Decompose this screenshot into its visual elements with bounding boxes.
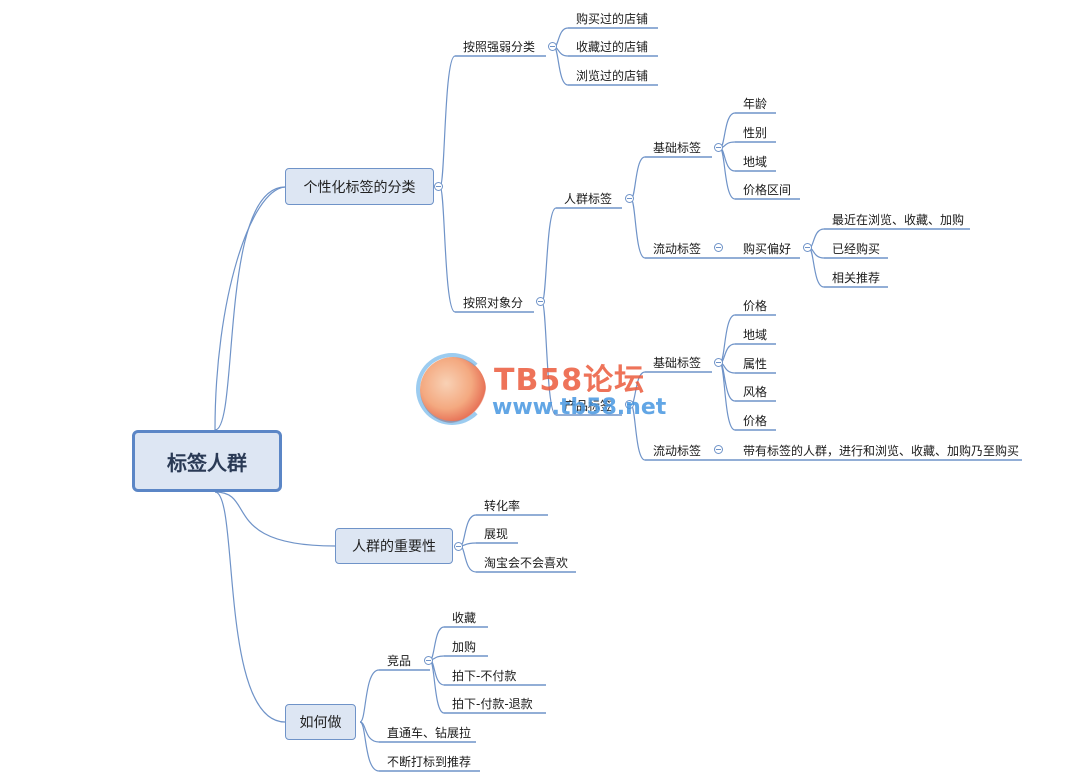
node-crowd-tags[interactable]: 人群标签 [564, 192, 613, 206]
leaf-age[interactable]: 年龄 [743, 97, 768, 111]
leaf-already-purchased[interactable]: 已经购买 [832, 242, 881, 256]
leaf-purchased-shops[interactable]: 购买过的店铺 [576, 12, 649, 26]
leaf-through-train[interactable]: 直通车、钻展拉 [387, 726, 472, 740]
branch-how-to[interactable]: 如何做 [285, 704, 356, 740]
leaf-price[interactable]: 价格 [743, 299, 768, 313]
collapse-toggle-icon[interactable] [424, 656, 433, 665]
leaf-order-pay-refund[interactable]: 拍下-付款-退款 [452, 697, 533, 711]
connector-curve [429, 626, 445, 661]
leaf-favorite[interactable]: 收藏 [452, 611, 477, 625]
node-by-object[interactable]: 按照对象分 [463, 296, 524, 310]
leaf-browsed-shops[interactable]: 浏览过的店铺 [576, 69, 649, 83]
leaf-favorited-shops[interactable]: 收藏过的店铺 [576, 40, 649, 54]
node-competitor[interactable]: 竞品 [387, 654, 412, 668]
collapse-toggle-icon[interactable] [536, 297, 545, 306]
node-product-flow-tags[interactable]: 流动标签 [653, 444, 702, 458]
connector-curve [214, 186, 286, 431]
collapse-toggle-icon[interactable] [454, 542, 463, 551]
collapse-toggle-icon[interactable] [625, 194, 634, 203]
collapse-toggle-icon[interactable] [625, 400, 634, 409]
collapse-toggle-icon[interactable] [434, 182, 443, 191]
leaf-style[interactable]: 风格 [743, 385, 768, 399]
connector-curve [429, 659, 445, 714]
connector-curve [541, 207, 557, 303]
watermark-url: www.tb58.net [492, 395, 667, 420]
connector-curve [439, 186, 456, 313]
collapse-toggle-icon[interactable] [548, 42, 557, 51]
leaf-price-range[interactable]: 价格区间 [743, 183, 792, 197]
leaf-attribute[interactable]: 属性 [743, 357, 768, 371]
connector-curve [359, 721, 380, 772]
leaf-add-cart[interactable]: 加购 [452, 640, 477, 654]
collapse-toggle-icon[interactable] [714, 143, 723, 152]
connector-curve [359, 669, 380, 723]
watermark: TB58论坛 www.tb58.net [416, 353, 680, 425]
branch-personal-tags[interactable]: 个性化标签的分类 [285, 168, 434, 205]
node-product-basic-tags[interactable]: 基础标签 [653, 356, 702, 370]
leaf-keep-tagging[interactable]: 不断打标到推荐 [387, 755, 472, 769]
connector-curve [214, 491, 336, 547]
leaf-conversion-rate[interactable]: 转化率 [484, 499, 521, 513]
node-product-tags[interactable]: 产品标签 [564, 399, 613, 413]
node-crowd-basic-tags[interactable]: 基础标签 [653, 141, 702, 155]
leaf-region[interactable]: 地域 [743, 328, 768, 342]
connector-curve [459, 545, 477, 573]
watermark-title: TB58论坛 [494, 363, 646, 398]
leaf-exposure[interactable]: 展现 [484, 527, 509, 541]
logo-ring-icon [416, 353, 488, 425]
branch-crowd-importance[interactable]: 人群的重要性 [335, 528, 453, 564]
leaf-recent-activity[interactable]: 最近在浏览、收藏、加购 [832, 213, 965, 227]
leaf-tagged-crowd[interactable]: 带有标签的人群，进行和浏览、收藏、加购乃至购买 [743, 444, 1020, 458]
connector-curve [541, 301, 557, 416]
leaf-price-2[interactable]: 价格 [743, 414, 768, 428]
leaf-region[interactable]: 地域 [743, 155, 768, 169]
connector-curve [459, 514, 477, 547]
connector-curve [719, 112, 736, 149]
leaf-order-no-pay[interactable]: 拍下-不付款 [452, 669, 517, 683]
connector-curve [808, 247, 825, 288]
connector-curve [439, 55, 456, 188]
collapse-toggle-icon[interactable] [803, 243, 812, 252]
node-crowd-flow-tags[interactable]: 流动标签 [653, 242, 702, 256]
node-purchase-preference[interactable]: 购买偏好 [743, 242, 792, 256]
collapse-toggle-icon[interactable] [714, 243, 723, 252]
connector-curve [719, 147, 736, 200]
leaf-taobao-like[interactable]: 淘宝会不会喜欢 [484, 556, 569, 570]
connector-curve [630, 198, 646, 259]
connector-curve [630, 156, 646, 200]
connector-curve [719, 314, 736, 364]
collapse-toggle-icon[interactable] [714, 358, 723, 367]
node-by-strength[interactable]: 按照强弱分类 [463, 40, 536, 54]
collapse-toggle-icon[interactable] [714, 445, 723, 454]
leaf-gender[interactable]: 性别 [743, 126, 768, 140]
root-node[interactable]: 标签人群 [132, 430, 282, 492]
leaf-related-recommend[interactable]: 相关推荐 [832, 271, 881, 285]
connector-curve [214, 186, 286, 431]
connector-curve [214, 491, 286, 723]
